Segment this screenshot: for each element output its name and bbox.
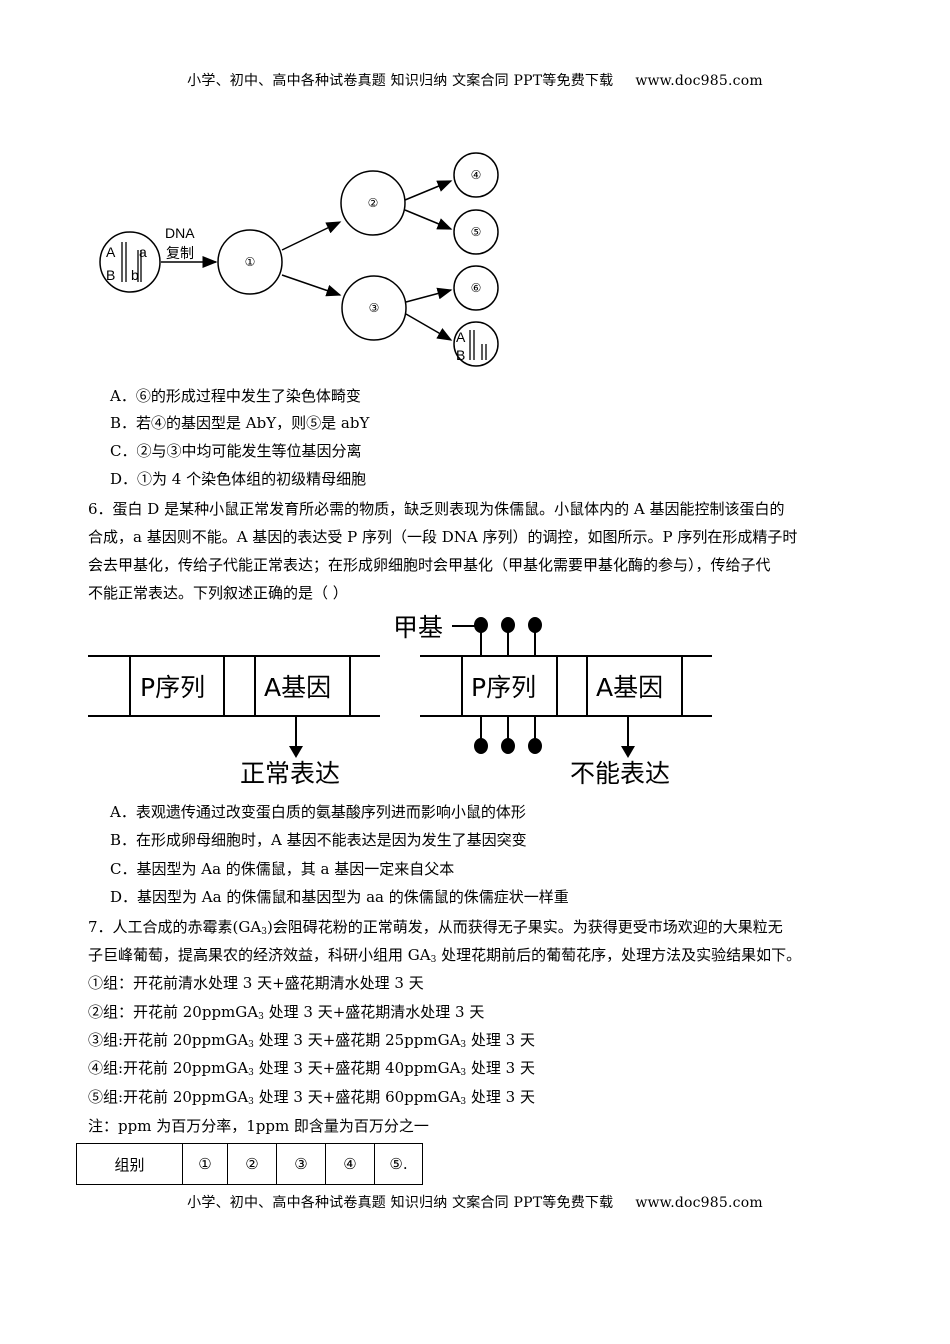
- gene-b: b: [131, 267, 139, 283]
- table-row: 组别 ① ② ③ ④ ⑤.: [76, 1143, 423, 1185]
- a-gene-right: A基因: [596, 673, 663, 702]
- a-gene-left: A基因: [264, 673, 331, 702]
- q6-option-d: D．基因型为 Aa 的侏儒鼠和基因型为 aa 的侏儒鼠的侏儒症状一样重: [110, 888, 569, 906]
- q7-group-2: ②组：开花前 20ppmGA3 处理 3 天+盛花期清水处理 3 天: [88, 1003, 485, 1022]
- p-sequence-left: P序列: [140, 673, 205, 702]
- q6-line-2: 合成，a 基因则不能。A 基因的表达受 P 序列（一段 DNA 序列）的调控，如…: [88, 528, 798, 546]
- cell-label-6: ⑥: [471, 281, 482, 295]
- q5-option-c: C．②与③中均可能发生等位基因分离: [110, 442, 362, 460]
- p-sequence-right: P序列: [471, 673, 536, 702]
- no-expression: 不能表达: [570, 759, 670, 788]
- table-header-group: 组别: [76, 1143, 183, 1185]
- cell-label-2: ②: [368, 196, 379, 210]
- q7-group-3: ③组:开花前 20ppmGA3 处理 3 天+盛花期 25ppmGA3 处理 3…: [88, 1031, 535, 1050]
- cell-5: [453, 209, 499, 255]
- cell-initial: [99, 231, 161, 293]
- page-header: 小学、初中、高中各种试卷真题 知识归纳 文案合同 PPT等免费下载 www.doc…: [0, 70, 950, 90]
- header-text: 小学、初中、高中各种试卷真题 知识归纳 文案合同 PPT等免费下载: [187, 73, 614, 89]
- page-footer: 小学、初中、高中各种试卷真题 知识归纳 文案合同 PPT等免费下载 www.doc…: [0, 1192, 950, 1212]
- table-header-4: ④: [325, 1143, 375, 1185]
- replication-label: 复制: [166, 245, 194, 261]
- results-table: 组别 ① ② ③ ④ ⑤.: [76, 1143, 423, 1185]
- cell-label-5: ⑤: [471, 225, 482, 239]
- cell-6: [453, 265, 499, 311]
- q7-group-4: ④组:开花前 20ppmGA3 处理 3 天+盛花期 40ppmGA3 处理 3…: [88, 1059, 535, 1078]
- q6-line-4: 不能正常表达。下列叙述正确的是（ ）: [88, 584, 348, 602]
- q6-line-3: 会去甲基化，传给子代能正常表达；在形成卵细胞时会甲基化（甲基化需要甲基化酶的参与…: [88, 556, 771, 574]
- q5-option-a: A．⑥的形成过程中发生了染色体畸变: [110, 387, 361, 405]
- q7-line-1: 7．人工合成的赤霉素(GA3)会阻碍花粉的正常萌发，从而获得无子果实。为获得更受…: [88, 918, 783, 937]
- table-header-5: ⑤.: [374, 1143, 423, 1185]
- footer-url: www.doc985.com: [635, 1195, 763, 1211]
- gene-B-7: B: [456, 347, 465, 363]
- cell-division-diagram: DNA 复制 A a B b A B ① ② ③ ④ ⑤ ⑥: [99, 152, 499, 367]
- cell-2: [340, 170, 406, 236]
- cell-label-3: ③: [369, 301, 380, 315]
- q5-option-d: D．①为 4 个染色体组的初级精母细胞: [110, 470, 367, 488]
- table-header-3: ③: [276, 1143, 326, 1185]
- cell-label-4: ④: [471, 168, 482, 182]
- q7-line-2: 子巨峰葡萄，提高果农的经济效益，科研小组用 GA3 处理花期前后的葡萄花序，处理…: [88, 946, 802, 965]
- dna-label: DNA: [165, 225, 195, 241]
- q6-line-1: 6．蛋白 D 是某种小鼠正常发育所必需的物质，缺乏则表现为侏儒鼠。小鼠体内的 A…: [88, 500, 785, 518]
- q7-note: 注：ppm 为百万分率，1ppm 即含量为百万分之一: [88, 1117, 429, 1135]
- cell-4: [453, 152, 499, 198]
- methyl-label: 甲基: [393, 613, 443, 642]
- cell-1: [217, 229, 283, 295]
- gene-A-7: A: [456, 329, 466, 345]
- q7-group-5: ⑤组:开花前 20ppmGA3 处理 3 天+盛花期 60ppmGA3 处理 3…: [88, 1088, 535, 1107]
- table-header-1: ①: [182, 1143, 228, 1185]
- normal-expression: 正常表达: [240, 759, 340, 788]
- q6-option-c: C．基因型为 Aa 的侏儒鼠，其 a 基因一定来自父本: [110, 860, 455, 878]
- header-url: www.doc985.com: [635, 73, 763, 89]
- gene-B: B: [106, 267, 115, 283]
- q6-option-b: B．在形成卵母细胞时，A 基因不能表达是因为发生了基因突变: [110, 831, 527, 849]
- footer-text: 小学、初中、高中各种试卷真题 知识归纳 文案合同 PPT等免费下载: [187, 1195, 614, 1211]
- cell-3: [341, 275, 407, 341]
- table-header-2: ②: [227, 1143, 277, 1185]
- gene-A: A: [106, 244, 116, 260]
- gene-a: a: [139, 244, 147, 260]
- q6-option-a: A．表观遗传通过改变蛋白质的氨基酸序列进而影响小鼠的体形: [110, 803, 526, 821]
- cell-label-1: ①: [245, 255, 256, 269]
- cell-7: [453, 321, 499, 367]
- q7-group-1: ①组：开花前清水处理 3 天+盛花期清水处理 3 天: [88, 974, 424, 992]
- q5-option-b: B．若④的基因型是 AbY，则⑤是 abY: [110, 414, 370, 432]
- methylation-diagram: 甲基 P序列 A基因 P序列 A基因 正常表达 不能表达: [88, 613, 712, 788]
